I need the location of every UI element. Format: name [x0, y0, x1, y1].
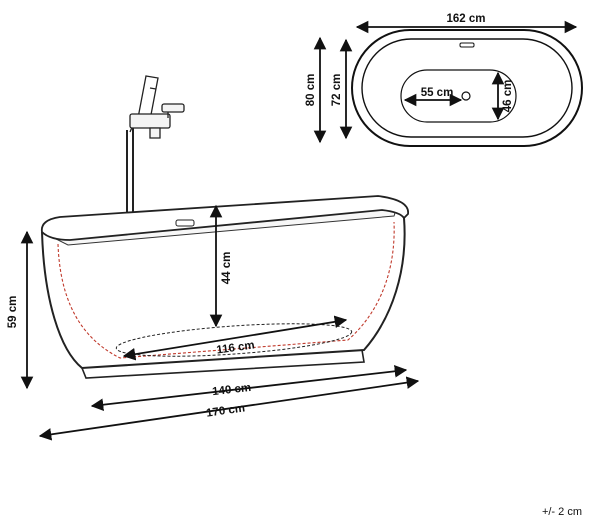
inner-width-label: 72 cm	[331, 74, 343, 107]
basin-bottom-outline	[400, 69, 517, 123]
drain-width-label: 46 cm	[502, 80, 514, 113]
overall-length-dimension-line	[38, 376, 420, 441]
length-label: 162 cm	[446, 13, 485, 25]
side-view: 44 cm 59 cm 116 cm 140 cm 170 cm	[7, 195, 420, 441]
overall-length-label: 170 cm	[205, 402, 245, 419]
freestanding-faucet-icon	[126, 75, 185, 212]
inner-bottom-length-label: 116 cm	[216, 339, 256, 356]
overflow-plate	[175, 219, 195, 227]
outer-width-label: 80 cm	[305, 74, 317, 107]
overflow-slot	[459, 42, 475, 48]
inner-bottom-length-dimension-line	[122, 315, 348, 361]
inner-depth-label: 44 cm	[221, 252, 233, 285]
top-view-inner-rim	[361, 38, 573, 138]
tolerance-note: +/- 2 cm	[541, 506, 582, 518]
drain-icon	[461, 91, 471, 101]
tub-rim	[40, 195, 409, 241]
base-length-label: 140 cm	[212, 382, 252, 398]
drain-length-label: 55 cm	[421, 87, 454, 99]
top-view: 162 cm 80 cm 72 cm 55 cm 46 cm	[305, 13, 583, 147]
height-label: 59 cm	[7, 296, 19, 329]
